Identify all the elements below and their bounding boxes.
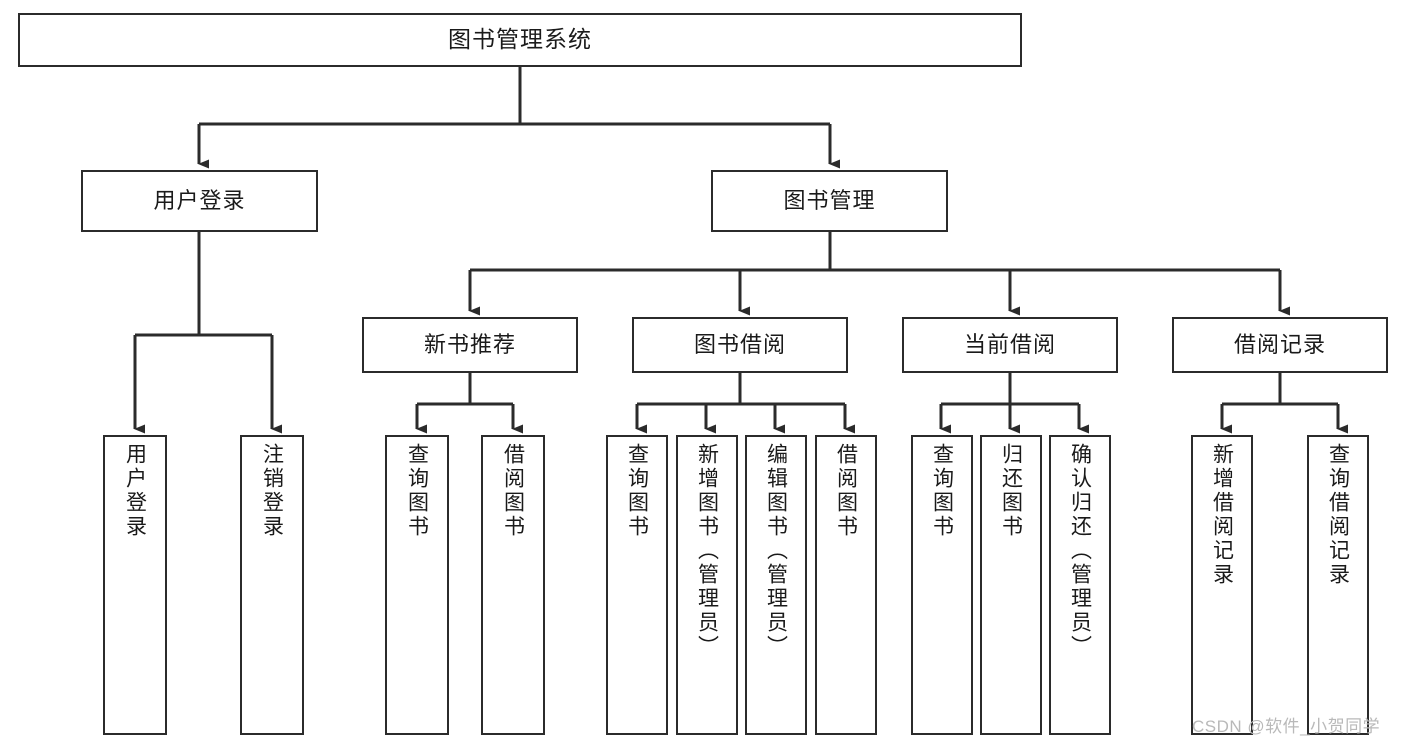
- node-label: 查询图书: [930, 443, 954, 539]
- csdn-watermark: CSDN @软件_小贺同学: [1192, 717, 1381, 736]
- node-label: 新增图书（管理员）: [695, 443, 719, 659]
- node-leaf-add-record[interactable]: 新增借阅记录: [1191, 435, 1253, 735]
- node-leaf-add-book[interactable]: 新增图书（管理员）: [676, 435, 738, 735]
- node-leaf-query-record[interactable]: 查询借阅记录: [1307, 435, 1369, 735]
- node-leaf-user-login[interactable]: 用户登录: [103, 435, 167, 735]
- node-root-system[interactable]: 图书管理系统: [18, 13, 1022, 67]
- node-label: 图书管理: [783, 188, 876, 214]
- node-user-login[interactable]: 用户登录: [81, 170, 318, 232]
- node-leaf-borrow-book-1[interactable]: 借阅图书: [481, 435, 545, 735]
- node-label: 查询借阅记录: [1326, 443, 1350, 587]
- node-book-borrow[interactable]: 图书借阅: [632, 317, 848, 373]
- node-leaf-borrow-book-2[interactable]: 借阅图书: [815, 435, 877, 735]
- node-label: 借阅记录: [1233, 332, 1326, 358]
- node-leaf-edit-book[interactable]: 编辑图书（管理员）: [745, 435, 807, 735]
- node-label: 用户登录: [123, 443, 147, 539]
- node-label: 图书管理系统: [448, 26, 592, 53]
- node-leaf-query-book-2[interactable]: 查询图书: [606, 435, 668, 735]
- node-leaf-query-book-1[interactable]: 查询图书: [385, 435, 449, 735]
- node-label: 用户登录: [153, 188, 246, 214]
- node-leaf-return-book[interactable]: 归还图书: [980, 435, 1042, 735]
- node-leaf-logout-login[interactable]: 注销登录: [240, 435, 304, 735]
- node-label: 归还图书: [999, 443, 1023, 539]
- node-leaf-query-book-3[interactable]: 查询图书: [911, 435, 973, 735]
- node-new-book-recommend[interactable]: 新书推荐: [362, 317, 578, 373]
- node-label: 借阅图书: [834, 443, 858, 539]
- node-label: 查询图书: [405, 443, 429, 539]
- node-leaf-confirm-return[interactable]: 确认归还（管理员）: [1049, 435, 1111, 735]
- node-label: 新书推荐: [423, 332, 516, 358]
- node-label: 注销登录: [260, 443, 284, 539]
- node-label: 图书借阅: [693, 332, 786, 358]
- node-label: 新增借阅记录: [1210, 443, 1234, 587]
- node-label: 当前借阅: [963, 332, 1056, 358]
- node-label: 查询图书: [625, 443, 649, 539]
- node-borrow-record[interactable]: 借阅记录: [1172, 317, 1388, 373]
- node-label: 编辑图书（管理员）: [764, 443, 788, 659]
- node-book-manage[interactable]: 图书管理: [711, 170, 948, 232]
- node-current-borrow[interactable]: 当前借阅: [902, 317, 1118, 373]
- node-label: 确认归还（管理员）: [1068, 443, 1092, 659]
- node-label: 借阅图书: [501, 443, 525, 539]
